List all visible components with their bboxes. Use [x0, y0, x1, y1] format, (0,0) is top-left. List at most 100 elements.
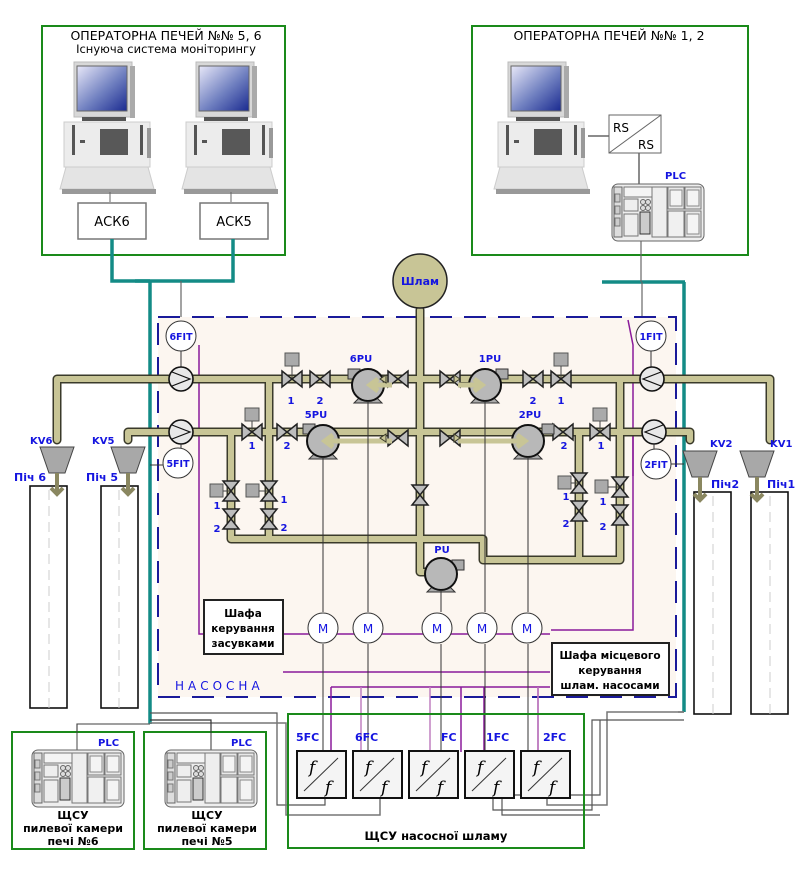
actuator-icon — [557, 475, 572, 490]
svg-text:2FIT: 2FIT — [644, 460, 668, 471]
fc-label: 6FC — [355, 731, 378, 744]
motor-5pu[interactable]: M — [307, 612, 339, 644]
svg-text:1: 1 — [288, 396, 295, 407]
fc-symbol-in: f — [419, 758, 430, 778]
flow-sensor-icon — [641, 419, 667, 445]
actuator-icon — [553, 352, 569, 367]
pump-6pu[interactable]: 6PU — [347, 354, 392, 404]
local-pump-control-cabinet[interactable]: Шафа місцевого керування шлам. насосами — [551, 642, 670, 696]
svg-text:Піч1: Піч1 — [767, 478, 795, 491]
flow-sensor-icon — [168, 366, 194, 392]
svg-text:шлам. насосами: шлам. насосами — [560, 680, 659, 692]
svg-text:Піч2: Піч2 — [711, 478, 739, 491]
pump-5pu[interactable]: 5PU — [302, 410, 392, 460]
actuator-icon — [209, 483, 224, 498]
cables — [76, 711, 684, 816]
plc-icon — [611, 183, 705, 242]
svg-text:керування: керування — [211, 623, 275, 635]
pump-room-label: НАСОСНА — [175, 679, 264, 693]
svg-text:2: 2 — [563, 519, 570, 530]
svg-text:KV6: KV6 — [30, 436, 52, 447]
svg-text:1: 1 — [598, 441, 605, 452]
fc-label: 1FC — [486, 731, 509, 744]
pump-2pu[interactable]: 2PU — [458, 410, 555, 460]
svg-text:Шафа: Шафа — [224, 608, 262, 620]
pump-pu[interactable]: PU — [424, 545, 465, 593]
flowmeter-6fit[interactable]: 6FIT — [165, 320, 197, 392]
flowmeter-1fit[interactable]: 1FIT — [635, 320, 667, 392]
actuator-icon — [244, 407, 260, 422]
fc-divider — [303, 757, 339, 792]
svg-text:2: 2 — [600, 522, 607, 533]
ack5-box[interactable] — [199, 202, 269, 240]
furnace-2[interactable]: KV2 Піч2 — [682, 439, 739, 720]
motor-1pu[interactable]: M — [466, 612, 498, 644]
rs-bottom-label: RS — [638, 138, 654, 152]
actuator-icon — [245, 483, 260, 498]
svg-text:6PU: 6PU — [350, 354, 372, 365]
svg-text:1: 1 — [558, 396, 565, 407]
fc-symbol-in: f — [531, 758, 542, 778]
plc-icon[interactable] — [31, 749, 125, 808]
motor-6pu[interactable]: M — [352, 612, 384, 644]
flowmeter-5fit[interactable]: 5FIT — [150, 419, 194, 479]
control-valve-icon — [110, 446, 146, 474]
ack6-box[interactable] — [77, 202, 147, 240]
svg-text:2: 2 — [317, 396, 324, 407]
fc-divider — [415, 757, 451, 792]
furnace-6[interactable]: KV6 Піч 6 — [14, 436, 75, 709]
motor-pu[interactable]: M — [421, 612, 453, 644]
valves: 1 2 1 2 2 1 2 1 1 2 — [209, 352, 629, 535]
svg-text:2: 2 — [281, 523, 288, 534]
furnace-5[interactable]: KV5 Піч 5 — [86, 436, 146, 709]
gate-control-cabinet[interactable]: Шафа керування засувками — [203, 599, 284, 655]
svg-text:KV5: KV5 — [92, 436, 114, 447]
svg-text:1: 1 — [214, 501, 221, 512]
fc-divider — [471, 757, 507, 792]
svg-text:PLC: PLC — [98, 738, 119, 749]
furnace-1[interactable]: KV1 Піч1 — [739, 439, 795, 720]
svg-text:M: M — [477, 622, 487, 636]
plc-label: PLC — [665, 171, 686, 182]
svg-text:6FIT: 6FIT — [169, 332, 193, 343]
svg-text:пилевої камери: пилевої камери — [23, 822, 123, 835]
flowmeter-2fit[interactable]: 2FIT — [640, 419, 684, 480]
plc-icon[interactable] — [164, 749, 258, 808]
svg-text:Піч 5: Піч 5 — [86, 471, 118, 484]
ack6-label: АСК6 — [94, 215, 129, 230]
motor-2pu[interactable]: M — [511, 612, 543, 644]
rs-top-label: RS — [613, 121, 629, 135]
pump-1pu[interactable]: 1PU — [458, 354, 509, 404]
flow-sensor-icon — [168, 419, 194, 445]
svg-text:1: 1 — [563, 492, 570, 503]
network-bus — [110, 239, 686, 724]
svg-text:Шафа місцевого: Шафа місцевого — [559, 650, 660, 662]
control-valve-icon — [739, 450, 775, 478]
fc-label: FC — [441, 731, 457, 744]
fc-symbol-in: f — [363, 758, 374, 778]
operator-room-12-title: ОПЕРАТОРНА ПЕЧЕЙ №№ 1, 2 — [513, 28, 704, 43]
sludge-tank[interactable]: Шлам — [392, 253, 448, 309]
actuator-icon — [284, 352, 300, 367]
svg-text:1: 1 — [281, 495, 288, 506]
svg-text:PLC: PLC — [231, 738, 252, 749]
svg-text:PU: PU — [434, 545, 449, 556]
svg-text:KV1: KV1 — [770, 439, 792, 450]
svg-text:1: 1 — [249, 441, 256, 452]
svg-text:2PU: 2PU — [519, 410, 541, 421]
dust-chamber-panel-6: PLC ЩСУ пилевої камери печі №6 — [11, 724, 135, 850]
fc-label: 5FC — [296, 731, 319, 744]
svg-text:KV2: KV2 — [710, 439, 732, 450]
ack5-label: АСК5 — [216, 215, 251, 230]
svg-text:5FIT: 5FIT — [166, 459, 190, 470]
svg-text:2: 2 — [530, 396, 537, 407]
svg-text:1: 1 — [600, 497, 607, 508]
flow-sensor-icon — [639, 366, 665, 392]
svg-text:1FIT: 1FIT — [639, 332, 663, 343]
